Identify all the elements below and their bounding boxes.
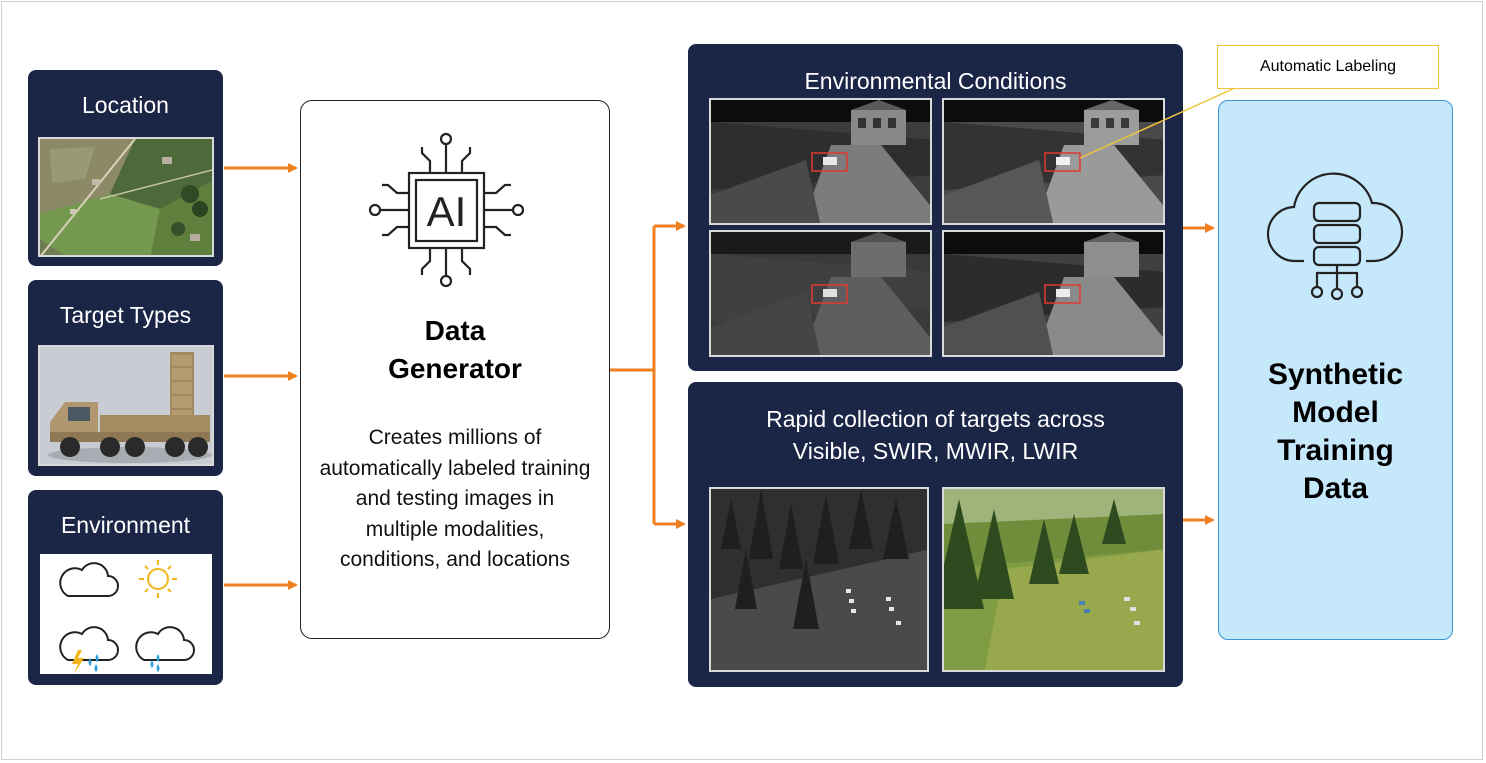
environment-title: Environment	[60, 512, 191, 538]
data-generator-box: AI Data Generator Creates millions of au…	[300, 100, 610, 639]
environmental-conditions-title: Environmental Conditions	[804, 68, 1067, 94]
visible-forest-image	[942, 487, 1165, 672]
automatic-labeling-callout: Automatic Labeling	[1217, 45, 1439, 89]
synthetic-title-line2: Model	[1292, 396, 1379, 429]
synthetic-title-line1: Synthetic	[1267, 358, 1404, 391]
thunderstorm-icon	[59, 626, 119, 674]
rain-cloud-icon	[135, 626, 195, 672]
generator-title-line1: Data	[424, 315, 486, 346]
synthetic-title: Synthetic Model Training Data	[1219, 356, 1452, 508]
sun-icon	[139, 560, 177, 598]
ai-chip-icon: AI	[368, 132, 525, 288]
cloud-icon	[59, 562, 119, 597]
location-aerial-image	[38, 137, 214, 257]
env-condition-image-3	[709, 230, 932, 357]
env-condition-image-1	[709, 98, 932, 225]
generator-description: Creates millions of automatically labele…	[319, 426, 591, 572]
chip-label: AI	[427, 188, 467, 235]
env-condition-image-4	[942, 230, 1165, 357]
env-condition-image-2	[942, 98, 1165, 225]
target-types-card: Target Types	[28, 280, 223, 476]
target-types-title: Target Types	[59, 302, 192, 328]
infrared-forest-image	[709, 487, 929, 672]
target-vehicle-image	[38, 345, 214, 466]
generator-title-line2: Generator	[388, 353, 522, 384]
synthetic-title-line4: Data	[1302, 472, 1369, 505]
rapid-collection-title-line2: Visible, SWIR, MWIR, LWIR	[792, 438, 1079, 464]
rapid-collection-title-line1: Rapid collection of targets across	[766, 406, 1105, 432]
location-title: Location	[82, 92, 169, 118]
synthetic-training-data-box: Synthetic Model Training Data	[1218, 100, 1453, 640]
environment-icons-panel	[40, 554, 212, 674]
synthetic-title-line3: Training	[1277, 434, 1394, 467]
cloud-database-icon	[1266, 172, 1404, 301]
location-card: Location	[28, 70, 223, 266]
